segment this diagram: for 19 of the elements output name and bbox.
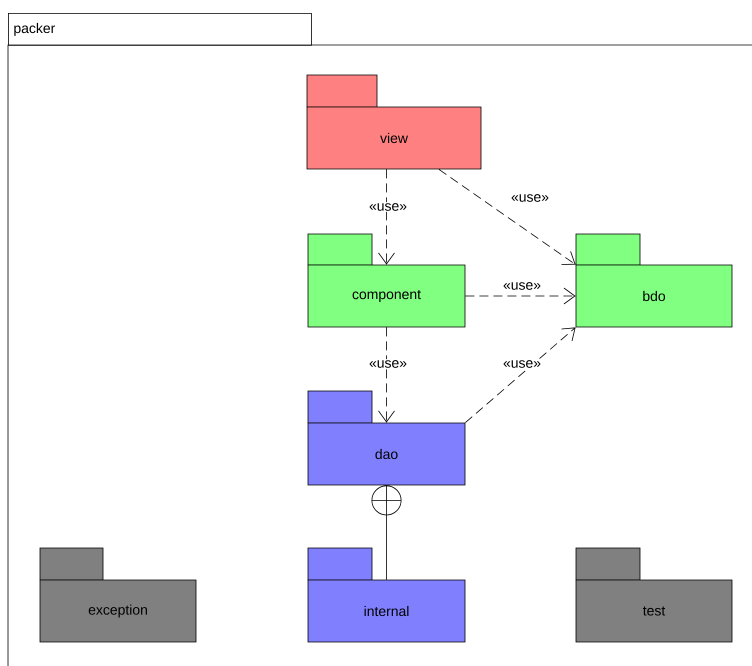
dependency-arrow (438, 169, 576, 265)
node-label: packer (14, 22, 56, 36)
package-box: internal (308, 548, 466, 642)
package-box: view (306, 74, 482, 170)
dependency-arrow (465, 327, 576, 423)
package-box: exception (40, 548, 196, 642)
edge-label: «use» (502, 281, 542, 291)
edge-label: «use» (368, 359, 408, 369)
edge-label: «use» (368, 202, 408, 212)
package-box: dao (308, 390, 466, 486)
edge-label: «use» (510, 193, 550, 203)
dependency-arrow (378, 169, 395, 265)
package-box: bdo (576, 234, 732, 328)
package-box: component (308, 234, 466, 328)
package-box: test (576, 548, 732, 642)
containment-line (371, 485, 402, 580)
edge-label: «use» (502, 359, 542, 369)
dependency-arrow (465, 288, 576, 304)
dependency-arrow (378, 327, 395, 423)
